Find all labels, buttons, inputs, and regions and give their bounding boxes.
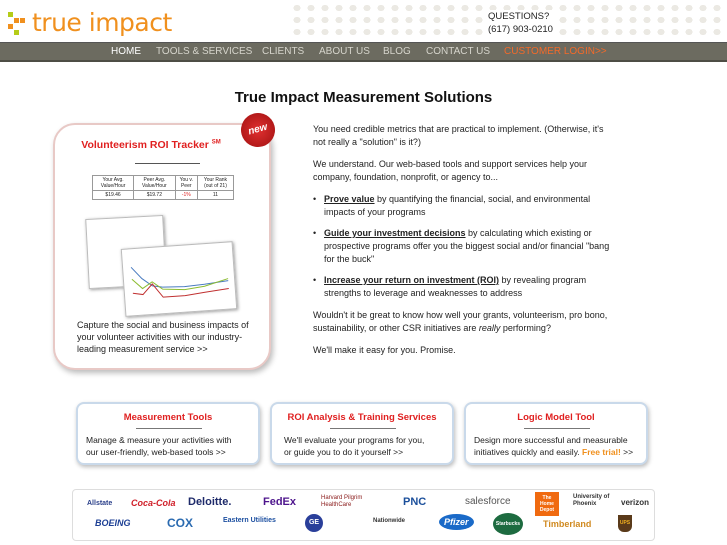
logic-model-card[interactable]: Logic Model Tool Design more successful …	[464, 402, 648, 465]
client-logo: Allstate	[87, 500, 113, 507]
arrow: >>	[623, 447, 634, 457]
logo[interactable]: true impact	[8, 8, 172, 37]
nav-about-us[interactable]: ABOUT US	[319, 46, 370, 57]
divider	[136, 428, 202, 429]
client-logo: PNC	[403, 496, 427, 508]
nav-contact-us[interactable]: CONTACT US	[426, 46, 491, 57]
text-line: or guide you to do it yourself >>	[284, 447, 404, 457]
client-logo: UPS	[618, 515, 632, 532]
card-text: Design more successful and measurable ini…	[474, 434, 633, 458]
list-item: Prove value by quantifying the financial…	[313, 193, 618, 219]
nav-customer-login[interactable]: CUSTOMER LOGIN>>	[504, 46, 607, 57]
card-title: ROI Analysis & Training Services	[287, 412, 437, 423]
bullet-text: by calculating which existing or prospec…	[324, 228, 610, 264]
card-text: We'll evaluate your programs for you, or …	[284, 434, 424, 458]
stats-header: Your Avg. Value/Hour	[91, 175, 135, 191]
intro-paragraph: Wouldn't it be great to know how well yo…	[313, 309, 618, 335]
increase-roi-link[interactable]: Increase your return on investment (ROI)	[324, 275, 500, 285]
prove-value-link[interactable]: Prove value	[324, 194, 375, 204]
client-logo: salesforce	[465, 496, 511, 507]
card-text: Manage & measure your activities with our…	[86, 434, 232, 458]
nav-tools-services[interactable]: TOOLS & SERVICES	[156, 46, 253, 57]
text: performing?	[500, 323, 551, 333]
intro-paragraph: We understand. Our web-based tools and s…	[313, 159, 587, 182]
stats-value: $19.46	[91, 190, 135, 200]
line-chart-image	[120, 241, 238, 317]
chart-thumbnail	[130, 266, 229, 298]
measurement-tools-card[interactable]: Measurement Tools Manage & measure your …	[76, 402, 260, 465]
logo-text: true impact	[32, 8, 172, 37]
card-title: Logic Model Tool	[517, 412, 595, 423]
client-logo: BOEING	[95, 518, 131, 528]
list-item: Increase your return on investment (ROI)…	[313, 274, 618, 300]
text-line: our user-friendly, web-based tools >>	[86, 447, 226, 457]
divider	[524, 428, 590, 429]
intro-paragraph: We'll make it easy for you. Promise.	[313, 345, 456, 355]
client-logo: Eastern Utilities	[223, 517, 276, 524]
free-trial-link[interactable]: Free trial!	[582, 447, 621, 457]
benefits-list: Prove value by quantifying the financial…	[313, 193, 618, 300]
header: true impact QUESTIONS? (617) 903-0210	[0, 0, 727, 42]
main-nav: HOME TOOLS & SERVICES CLIENTS ABOUT US B…	[0, 42, 727, 62]
page-title: True Impact Measurement Solutions	[234, 89, 493, 106]
promo-title: Volunteerism ROI Tracker SM	[55, 139, 269, 151]
intro-text: You need credible metrics that are pract…	[313, 123, 618, 366]
client-logo: Pfizer	[439, 514, 474, 530]
stats-value: -1%	[174, 190, 198, 200]
stats-header: You v. Peer	[174, 175, 198, 191]
client-logo: verizon	[621, 498, 650, 507]
bullet-text: by revealing program strengths to levera…	[324, 275, 587, 298]
stats-value: $19.72	[133, 190, 176, 200]
nav-home[interactable]: HOME	[111, 46, 141, 57]
promo-description[interactable]: Capture the social and business impacts …	[77, 320, 249, 354]
text-line: We'll evaluate your programs for you,	[284, 435, 425, 445]
stats-header: Peer Avg. Value/Hour	[133, 175, 176, 191]
roi-tracker-promo[interactable]: new Volunteerism ROI Tracker SM Your Avg…	[53, 109, 279, 370]
client-logo: Coca-Cola	[131, 498, 176, 508]
guide-decisions-link[interactable]: Guide your investment decisions	[324, 228, 466, 238]
client-logo: Timberland	[543, 519, 592, 529]
client-logo: The Home Depot	[535, 492, 559, 516]
text-line: initiatives quickly and easily.	[474, 447, 580, 457]
phone-number[interactable]: (617) 903-0210	[488, 24, 553, 35]
logo-icon	[8, 11, 28, 35]
stats-header: Your Rank (out of 21)	[196, 175, 235, 191]
divider	[135, 163, 200, 164]
nav-clients[interactable]: CLIENTS	[262, 46, 305, 57]
chart-line-blue	[130, 266, 229, 288]
client-logo: Starbucks	[493, 513, 523, 535]
divider	[330, 428, 396, 429]
list-item: Guide your investment decisions by calcu…	[313, 227, 618, 266]
chart-line-green	[131, 278, 229, 291]
intro-paragraph: You need credible metrics that are pract…	[313, 124, 604, 147]
roi-analysis-card[interactable]: ROI Analysis & Training Services We'll e…	[270, 402, 454, 465]
text: Wouldn't it be great to know how well yo…	[313, 310, 608, 333]
client-logo: Nationwide	[373, 518, 406, 524]
nav-blog[interactable]: BLOG	[383, 46, 411, 57]
service-mark: SM	[211, 139, 221, 146]
bullet-text: by quantifying the financial, social, an…	[324, 194, 591, 217]
client-logo: GE	[305, 514, 323, 532]
client-logo: COX	[167, 516, 194, 530]
client-logo: University of Phoenix	[573, 494, 610, 507]
client-logo: FedEx	[263, 496, 297, 508]
promo-title-text: Volunteerism ROI Tracker	[81, 139, 209, 151]
client-logo: Harvard Pilgrim HealthCare	[321, 495, 363, 508]
stats-value: 11	[196, 190, 235, 200]
text-line: Design more successful and measurable	[474, 435, 628, 445]
questions-label: QUESTIONS?	[488, 11, 550, 22]
client-logos: Allstate Coca-Cola Deloitte. FedEx Harva…	[72, 489, 655, 541]
contact-info: QUESTIONS? (617) 903-0210	[486, 10, 555, 36]
chart-line-red	[132, 283, 229, 298]
emphasis: really	[478, 323, 501, 333]
card-title: Measurement Tools	[123, 412, 213, 423]
text-line: Manage & measure your activities with	[86, 435, 232, 445]
client-logo: Deloitte.	[188, 496, 232, 508]
